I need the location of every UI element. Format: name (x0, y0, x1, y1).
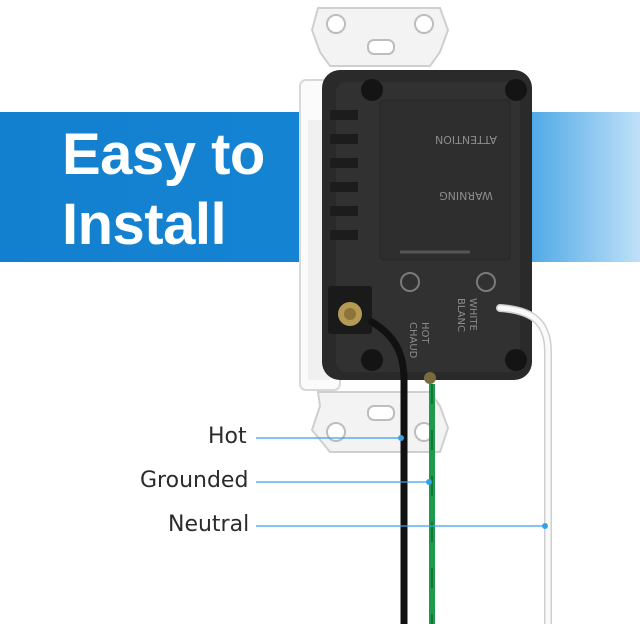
attention-text: ATTENTION (435, 133, 497, 146)
mounting-strap (310, 7, 450, 453)
blanc-terminal-text: BLANC (455, 298, 466, 332)
chaud-terminal-text: CHAUD (407, 322, 418, 359)
callout-leaders (256, 435, 548, 529)
neutral-wire-label: Neutral (168, 512, 250, 537)
headline-line-2: Install (62, 192, 227, 257)
headline-line-1: Easy to (62, 122, 265, 187)
neutral-leader-dot (541, 522, 548, 529)
headline: Easy to Install (62, 120, 302, 260)
hot-wire (368, 318, 408, 624)
hot-terminal-text: HOT (419, 322, 430, 344)
white-terminal-text: WHITE (467, 298, 478, 331)
grounded-wire-label: Grounded (140, 468, 249, 493)
warning-text: WARNING (439, 189, 493, 202)
grounded-leader-dot (426, 479, 433, 486)
device-housing (322, 70, 532, 380)
hot-leader-dot (398, 435, 405, 442)
wires (368, 304, 552, 624)
hot-wire-label: Hot (208, 424, 247, 449)
neutral-wire (497, 305, 551, 624)
